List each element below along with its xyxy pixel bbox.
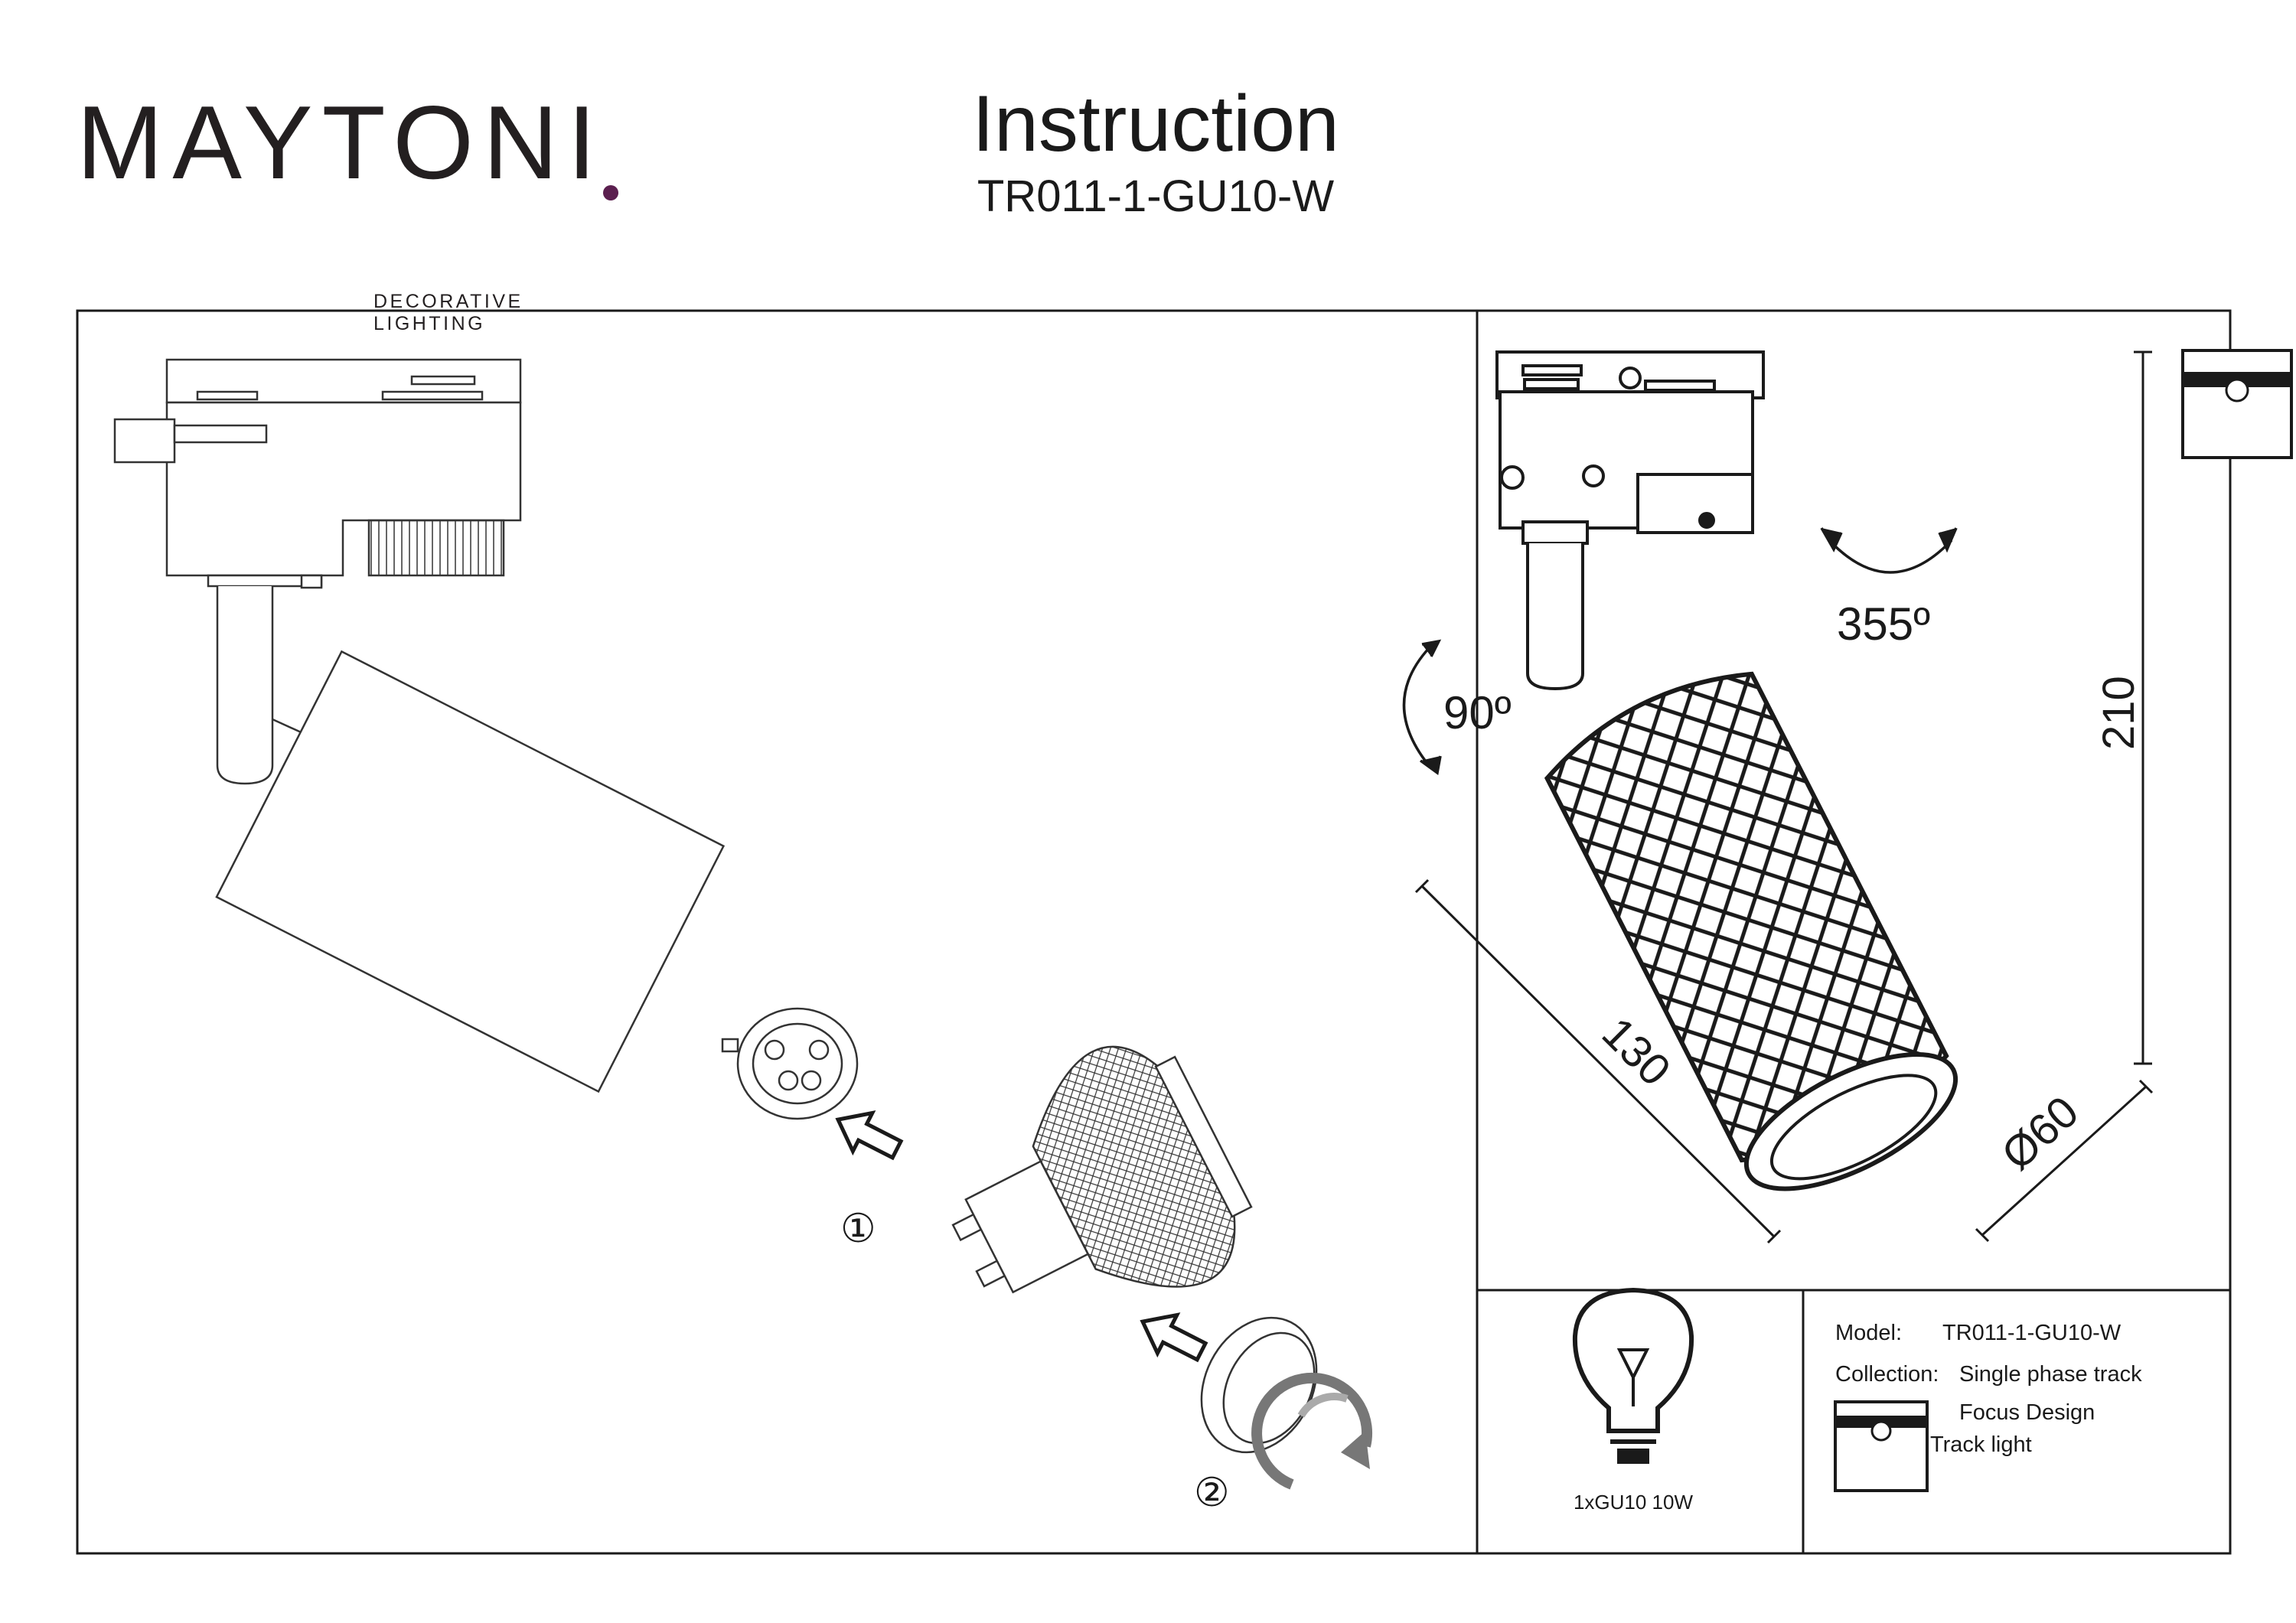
height-label: 210 (2094, 676, 2144, 750)
gu10-socket (721, 1007, 859, 1120)
type-value: Track light (1930, 1432, 2032, 1457)
gu10-bulb (951, 1045, 1253, 1294)
logo-tagline: DECORATIVE LIGHTING (373, 291, 523, 334)
track-light-symbol-icon (2181, 349, 2293, 459)
collection-value: Single phase track (1959, 1362, 2142, 1387)
rotate-horizontal-arrow-icon (1820, 527, 1958, 574)
step-2-label: ② (1194, 1471, 1230, 1515)
track-light-icon (1834, 1400, 1929, 1492)
rotate-arrow-icon (1251, 1372, 1372, 1490)
design-value: Focus Design (1959, 1400, 2095, 1425)
track-adapter-left (113, 358, 522, 785)
light-bulb-icon (1572, 1287, 1694, 1464)
lamp-body-right (1544, 671, 1958, 1191)
model-label: Model: (1835, 1321, 1903, 1345)
length-label: 130 (1593, 1008, 1680, 1095)
model-value: TR011-1-GU10-W (1942, 1321, 2122, 1345)
frame-corner-ticks (1476, 314, 2232, 1290)
tilt-angle-label: 90º (1443, 687, 1512, 738)
length-dimension-line (1414, 878, 1782, 1244)
step-1-label: ① (840, 1207, 876, 1251)
lamp-body-left (215, 650, 726, 1093)
page-title: Instruction (972, 80, 1339, 168)
collection-label: Collection: (1835, 1362, 1939, 1387)
track-adapter-right (1495, 350, 1765, 691)
insert-arrow-2-icon (1140, 1312, 1208, 1363)
insert-arrow-1-icon (835, 1110, 904, 1161)
diameter-label: Ø60 (1992, 1087, 2088, 1180)
logo-wordmark: MAYTONI (77, 84, 606, 200)
logo-accent-dot (603, 185, 618, 200)
lamp-spec-label: 1xGU10 10W (1574, 1491, 1694, 1514)
frame (76, 309, 2232, 1555)
height-dimension-line (2134, 350, 2152, 1065)
tilt-arrow-icon (1402, 639, 1442, 776)
diameter-dimension-line (1975, 1079, 2154, 1243)
model-code: TR011-1-GU10-W (977, 171, 1335, 221)
rotation-angle-label: 355º (1837, 598, 1930, 650)
maytoni-logo: MAYTONI DECORATIVE LIGHTING (77, 90, 618, 334)
